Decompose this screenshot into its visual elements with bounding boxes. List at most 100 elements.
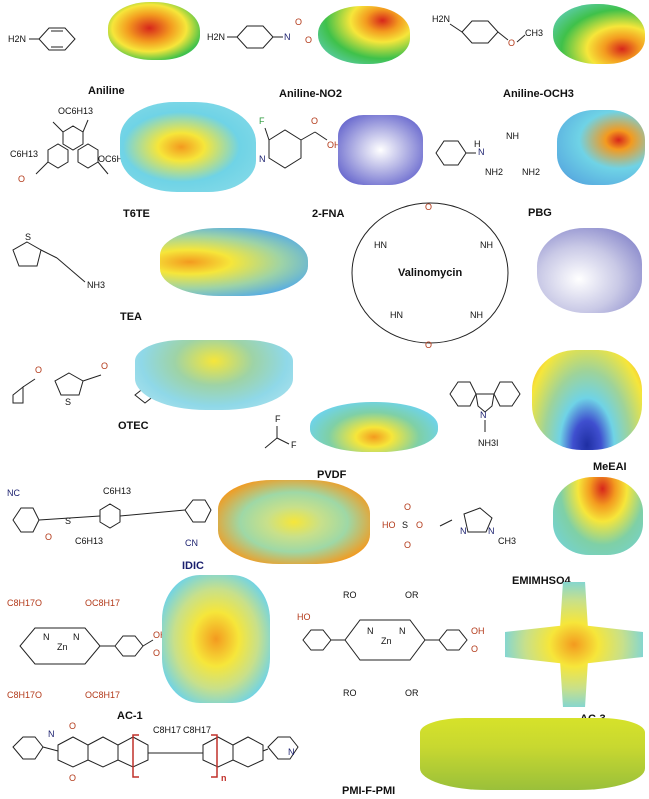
meeai-structure: N NH3I [449, 381, 521, 448]
fluoro-label: F [259, 116, 265, 126]
carboxyl-o-label: O [471, 644, 478, 654]
idic-label: IDIC [182, 560, 204, 572]
otec-esp-surface [135, 340, 293, 410]
fluoro-label-2: F [291, 440, 297, 450]
pyridine-n-label: N [259, 154, 266, 164]
aniline-esp-surface [108, 2, 200, 60]
ac-3-esp-surface [505, 582, 643, 707]
carboxyl-oh-label: OH [153, 630, 167, 640]
tea-esp-surface [160, 228, 308, 296]
nitro-o2-label: O [305, 35, 312, 45]
nitro-n-label: N [284, 32, 291, 42]
amide-nh-label-2: NH [480, 240, 493, 250]
alkoxy-label-4: OR [405, 688, 419, 698]
imide-n-label: N [48, 729, 55, 739]
hexyloxy-label-right: OC6H13 [98, 154, 133, 164]
carboxyl-oh-label: HO [297, 612, 311, 622]
sulfate-o-label: O [404, 502, 411, 512]
aniline-no2-label: Aniline-NO2 [279, 88, 342, 100]
pbg-label: PBG [528, 207, 552, 219]
sulfur-label: S [402, 520, 408, 530]
pyrrole-n-label: N [367, 626, 374, 636]
h-label: H [474, 139, 481, 149]
carboxyl-oh-label-2: OH [471, 626, 485, 636]
ac-1-esp-surface [162, 575, 270, 703]
octyl-label-2: C8H17 [183, 725, 211, 735]
pvdf-esp-surface [310, 402, 438, 452]
amine-group-label: H2N [8, 34, 26, 44]
pyrrole-n-label-2: N [73, 632, 80, 642]
nitro-o-label: O [295, 17, 302, 27]
valinomycin-label: Valinomycin [398, 267, 463, 279]
t6te-esp-surface [120, 102, 256, 192]
ac-1-label: AC-1 [117, 710, 143, 722]
pvdf-label: PVDF [317, 469, 347, 481]
valinomycin-esp-surface [537, 228, 642, 313]
meeai-esp-surface [532, 350, 642, 450]
emimhso4-structure: HO S O O O N N CH3 [382, 502, 516, 550]
alkoxy-label-2: OC8H17 [85, 598, 120, 608]
ester-o-label-2: O [101, 361, 108, 371]
methyl-label: CH3 [498, 536, 516, 546]
methoxy-o-label: O [508, 38, 515, 48]
amide-nh-label-4: NH [470, 310, 483, 320]
amide-nh-label-3: HN [390, 310, 403, 320]
meeai-label: MeEAI [593, 461, 627, 473]
aniline-no2-structure: H2N N O O [207, 17, 312, 49]
pmi-f-pmi-structure: N N O O C8H17 C8H17 n [12, 721, 299, 783]
sulfate-o-label-2: O [404, 540, 411, 550]
carbonyl-o-label: O [45, 532, 52, 542]
hydroxyl-label: OH [327, 140, 341, 150]
zinc-label: Zn [381, 636, 392, 646]
pvdf-structure: F F [264, 414, 297, 450]
hexyl-label: C6H13 [103, 486, 131, 496]
methyl-label: CH3 [525, 28, 543, 38]
nh2-label: NH2 [485, 167, 503, 177]
tea-label: TEA [120, 311, 142, 323]
tea-structure: S NH3 [12, 232, 105, 290]
sulfate-o-label-3: O [416, 520, 423, 530]
cyano-label-2: CN [185, 538, 198, 548]
alkoxy-label: C8H17O [7, 598, 42, 608]
alkoxy-label: RO [343, 590, 357, 600]
nh-label: NH [506, 131, 519, 141]
hexyloxy-label: OC6H13 [58, 106, 93, 116]
imidazolium-n-label-2: N [488, 526, 495, 536]
fluoro-label: F [275, 414, 281, 424]
aniline-no2-esp-surface [318, 6, 410, 64]
amine-group-label: H2N [207, 32, 225, 42]
ester-o-label: O [35, 365, 42, 375]
ester-o-label-2: O [425, 340, 432, 350]
thiophene-s-label: S [25, 232, 31, 242]
aniline-och3-esp-surface [553, 4, 645, 64]
octyl-label: C8H17 [153, 725, 181, 735]
carbazole-n-label: N [480, 410, 487, 420]
ester-o-label: O [425, 202, 432, 212]
aniline-och3-structure: H2N O CH3 [432, 14, 543, 48]
2-fna-structure: F N OH O [259, 116, 341, 169]
idic-esp-surface [218, 480, 370, 564]
emimhso4-esp-surface [553, 477, 643, 555]
alkoxy-label-3: C8H17O [7, 690, 42, 700]
alkoxy-label-2: OR [405, 590, 419, 600]
cyano-label: NC [7, 488, 20, 498]
idic-structure: NC CN C6H13 C6H13 S O [7, 486, 212, 548]
hexyl-label: C6H13 [10, 149, 38, 159]
hexyl-label-2: C6H13 [75, 536, 103, 546]
n-label: N [478, 147, 485, 157]
aniline-structure: H2N [8, 27, 76, 51]
pyrrole-n-label: N [43, 632, 50, 642]
alkoxy-label-3: RO [343, 688, 357, 698]
pmi-f-pmi-label: PMI-F-PMI [342, 785, 396, 797]
2-fna-label: 2-FNA [312, 208, 345, 220]
imide-o-label-2: O [69, 773, 76, 783]
imidazolium-n-label: N [460, 526, 467, 536]
pbg-structure: H N NH NH2 NH2 [435, 131, 540, 177]
pbg-esp-surface [557, 110, 645, 185]
pmi-f-pmi-esp-surface [420, 718, 645, 790]
ac-3-structure: RO OR RO OR Zn N N HO OH O [297, 590, 485, 698]
alkoxy-label-4: OC8H17 [85, 690, 120, 700]
ammonium-iodide-label: NH3I [478, 438, 499, 448]
otec-label: OTEC [118, 420, 149, 432]
ester-o-label: O [18, 174, 25, 184]
